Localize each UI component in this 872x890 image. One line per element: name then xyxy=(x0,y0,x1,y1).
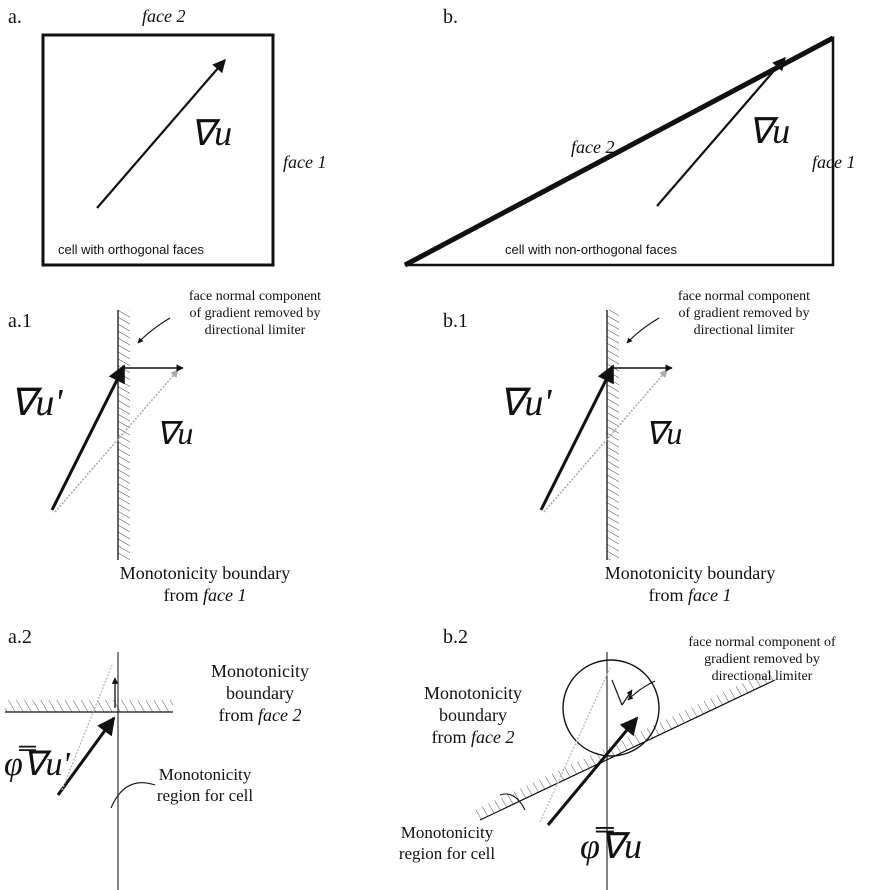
caption-b: cell with non-orthogonal faces xyxy=(505,242,677,257)
hatch-boundary-a2 xyxy=(5,700,173,712)
thick-hypotenuse xyxy=(403,35,835,268)
panel-label-a: a. xyxy=(8,6,22,28)
gradient-arrow-a xyxy=(96,59,226,209)
hatch-boundary-b1 xyxy=(607,310,619,560)
panel-label-b: b. xyxy=(443,6,458,28)
panel-label-a1: a.1 xyxy=(8,310,32,332)
panel-label-b2: b.2 xyxy=(443,626,468,648)
directional-limiter-note-a1: face normal component of gradient remove… xyxy=(188,289,322,338)
limited-gradient-arrow-b1 xyxy=(539,364,615,511)
face-1-label-b: face 1 xyxy=(812,152,856,172)
directional-limiter-note-b1: face normal component of gradient remove… xyxy=(677,289,811,338)
faint-gradient-a2 xyxy=(61,664,113,791)
panel-label-b1: b.1 xyxy=(443,310,468,332)
limited-gradient-label-b1: ∇u' xyxy=(499,382,552,424)
boundary-label-b2: Monotonicity boundary from face 2 xyxy=(424,683,522,747)
orthogonal-cell xyxy=(41,33,275,267)
faint-gradient-b2 xyxy=(539,667,611,823)
scaled-gradient-label-a2: φ̿∇u' xyxy=(4,746,70,783)
boundary-label-a1: Monotonicity boundary from face 1 xyxy=(119,563,291,605)
limited-gradient-arrow-a1 xyxy=(50,364,126,511)
boundary-label-a2: Monotonicity boundary from face 2 xyxy=(211,661,309,725)
gradient-label-b: ∇u xyxy=(748,111,791,151)
scaled-gradient-arrow-a2 xyxy=(56,716,116,796)
scaled-gradient-label-b2: φ̿∇u xyxy=(580,826,642,866)
leader-b2 xyxy=(627,680,656,701)
gradient-label-a: ∇u xyxy=(190,113,233,153)
scaled-gradient-arrow-b2 xyxy=(546,716,639,826)
leader-a2 xyxy=(110,782,156,809)
detail-circle-b2 xyxy=(562,659,660,757)
panel-label-a2: a.2 xyxy=(8,626,32,648)
limited-zigzag-b2 xyxy=(611,679,623,706)
hatch-boundary-b2 xyxy=(475,670,775,820)
directional-limiter-note-b2: face normal component of gradient remove… xyxy=(688,635,836,684)
gradient-arrow-b xyxy=(656,57,786,207)
face-2-label-b: face 2 xyxy=(571,137,615,157)
limited-gradient-label-a1: ∇u' xyxy=(10,382,63,424)
hatch-boundary-a1 xyxy=(118,310,130,560)
gradient-label-a1: ∇u xyxy=(156,415,194,451)
face-2-label-a: face 2 xyxy=(142,6,186,26)
face-1-label-a: face 1 xyxy=(283,152,327,172)
leader-region-b2 xyxy=(499,793,526,811)
gradient-label-b1: ∇u xyxy=(645,415,683,451)
leader-a1 xyxy=(137,317,171,344)
boundary-label-b1: Monotonicity boundary from face 1 xyxy=(604,563,776,605)
caption-a: cell with orthogonal faces xyxy=(58,242,204,257)
leader-b1 xyxy=(626,317,660,344)
region-label-a2: Monotonicity region for cell xyxy=(156,765,254,805)
region-label-b2: Monotonicity region for cell xyxy=(398,823,496,863)
